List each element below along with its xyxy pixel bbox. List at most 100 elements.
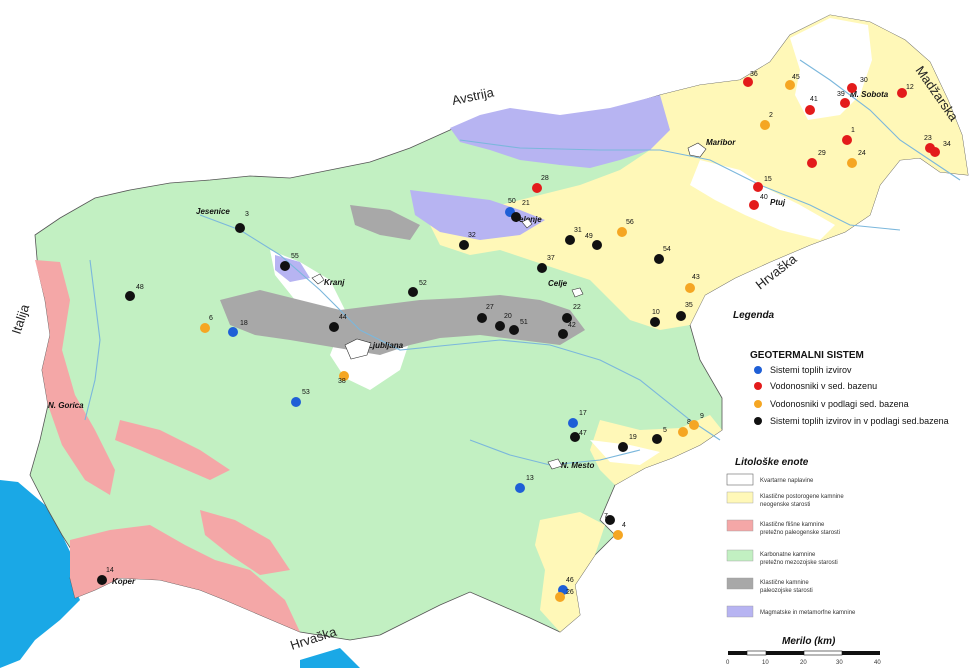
scale-title: Merilo (km) [782, 636, 836, 647]
geothermal-point-35 [676, 311, 686, 321]
paleogene-karst [200, 510, 290, 575]
paleozoic-central [220, 290, 585, 355]
swatch-quaternary [726, 473, 754, 486]
geothermal-point-19 [618, 442, 628, 452]
geothermal-point-label-29: 29 [818, 150, 826, 157]
geothermal-point-label-44: 44 [339, 314, 347, 321]
unit-paleozoic-line1: Klastične kamnine [760, 580, 809, 586]
quaternary-mura [790, 18, 872, 120]
geothermal-point-label-28: 28 [541, 175, 549, 182]
geothermal-point-39 [840, 98, 850, 108]
geothermal-point-label-32: 32 [468, 232, 476, 239]
city-marker-icon [344, 338, 372, 360]
scale-seg-5 [842, 651, 880, 655]
geothermal-point-29 [807, 158, 817, 168]
geothermal-point-32 [459, 240, 469, 250]
unit-carbonate-line1: Karbonatne kamnine [760, 552, 816, 558]
river-sava [199, 214, 721, 441]
geothermal-point-label-51: 51 [520, 319, 528, 326]
geothermal-point-12 [897, 88, 907, 98]
geothermal-point-label-9: 9 [700, 413, 704, 420]
geothermal-point-20 [495, 321, 505, 331]
geothermal-point-label-7: 7 [604, 513, 608, 520]
geothermal-point-label-45: 45 [792, 74, 800, 81]
geothermal-point-17 [568, 418, 578, 428]
geothermal-legend: Sistemi toplih izvirov Vodonosniki v sed… [754, 365, 949, 426]
legend-label-blue: Sistemi toplih izvirov [770, 365, 852, 375]
geothermal-point-3 [235, 223, 245, 233]
geothermal-point-label-49: 49 [585, 233, 593, 240]
geothermal-point-label-52: 52 [419, 280, 427, 287]
geothermal-legend-title: GEOTERMALNI SISTEM [750, 350, 864, 361]
geothermal-point-label-26: 26 [566, 589, 574, 596]
geothermal-point-27 [477, 313, 487, 323]
scale-tick-20: 20 [800, 660, 807, 666]
sea-bottom [300, 648, 360, 668]
geothermal-point-label-12: 12 [906, 84, 914, 91]
label-italija: Italija [9, 302, 33, 336]
scale-seg-2 [746, 650, 767, 656]
geothermal-point-label-38: 38 [338, 378, 346, 385]
geothermal-point-label-10: 10 [652, 309, 660, 316]
geothermal-point-53 [291, 397, 301, 407]
city-kranj: Kranj [324, 278, 345, 287]
geothermal-point-51 [509, 325, 519, 335]
scale-seg-4 [803, 650, 843, 656]
geothermal-point-label-55: 55 [291, 253, 299, 260]
geothermal-point-label-23: 23 [924, 135, 932, 142]
quaternary-krka [590, 440, 660, 465]
geothermal-point-13 [515, 483, 525, 493]
geothermal-point-label-6: 6 [209, 315, 213, 322]
swatch-magmatic [726, 605, 754, 618]
legend-dot-orange [754, 400, 762, 408]
geothermal-point-42 [558, 329, 568, 339]
river-soca [84, 259, 101, 421]
legend-dot-blue [754, 366, 762, 374]
geothermal-point-label-35: 35 [685, 302, 693, 309]
geothermal-point-14 [97, 575, 107, 585]
city-marker-icon [547, 458, 563, 470]
geothermal-point-label-50: 50 [508, 198, 516, 205]
city-marker-icons [311, 142, 707, 470]
geothermal-point-label-1: 1 [851, 127, 855, 134]
unit-magmatic-line1: Magmatske in metamorfne kamnine [760, 610, 856, 616]
geothermal-point-56 [617, 227, 627, 237]
geothermal-point-9 [689, 420, 699, 430]
geothermal-point-54 [654, 254, 664, 264]
geothermal-point-label-31: 31 [574, 227, 582, 234]
geothermal-point-label-22: 22 [573, 304, 581, 311]
geothermal-point-label-20: 20 [504, 313, 512, 320]
geothermal-point-10 [650, 317, 660, 327]
geothermal-point-36 [743, 77, 753, 87]
lithology-legend: Kvartarne naplavine Klastične postorogen… [726, 473, 856, 618]
geothermal-point-1 [842, 135, 852, 145]
geothermal-point-label-54: 54 [663, 246, 671, 253]
label-avstrija: Avstrija [451, 84, 496, 108]
geothermal-point-6 [200, 323, 210, 333]
unit-paleogene-line2: pretežno paleogenske starosti [760, 530, 840, 536]
city-marker-icon [311, 273, 325, 285]
adriatic-sea [0, 480, 80, 668]
geothermal-point-55 [280, 261, 290, 271]
geothermal-point-label-8: 8 [687, 419, 691, 426]
city-jesenice: Jesenice [196, 207, 230, 216]
geothermal-point-label-3: 3 [245, 211, 249, 218]
swatch-paleozoic [726, 577, 754, 590]
unit-paleogene-line1: Klastične flišne kamnine [760, 522, 825, 528]
geothermal-point-43 [685, 283, 695, 293]
geothermal-point-31 [565, 235, 575, 245]
scale-seg-1 [728, 651, 747, 655]
geothermal-point-52 [408, 287, 418, 297]
geothermal-point-21 [511, 212, 521, 222]
city-maribor: Maribor [706, 138, 736, 147]
geothermal-point-label-40: 40 [760, 194, 768, 201]
city-nova-gorica: N. Gorica [48, 401, 84, 410]
geothermal-point-label-43: 43 [692, 274, 700, 281]
city-koper: Koper [112, 577, 136, 586]
geothermal-point-label-13: 13 [526, 475, 534, 482]
geothermal-point-22 [562, 313, 572, 323]
geothermal-point-44 [329, 322, 339, 332]
city-celje: Celje [548, 279, 568, 288]
scale-tick-10: 10 [762, 660, 769, 666]
